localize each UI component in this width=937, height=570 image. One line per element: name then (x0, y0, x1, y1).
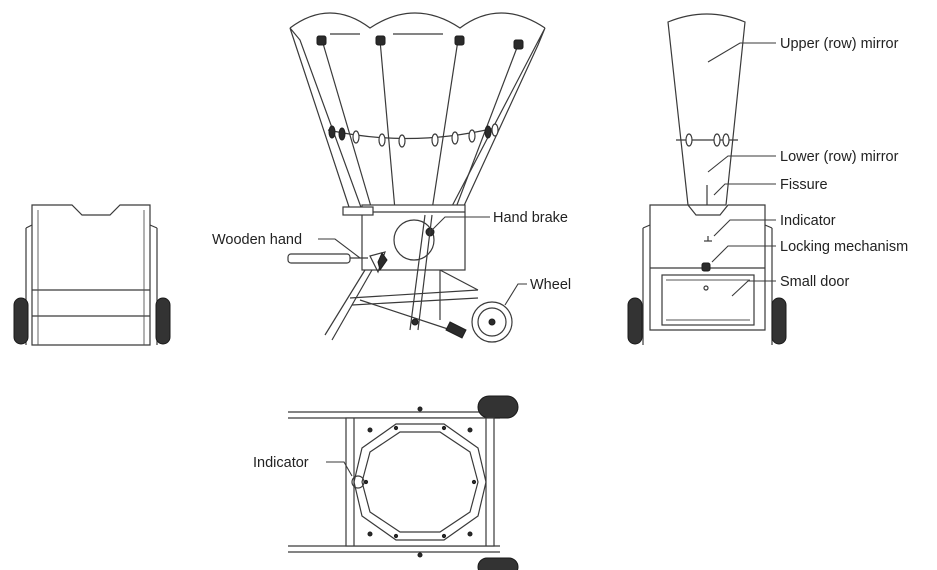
cart-body (361, 204, 466, 271)
right-wheel-icon (155, 297, 171, 345)
svg-text:Fissure: Fissure (780, 177, 828, 193)
lock-icon (701, 262, 711, 272)
svg-text:Indicator: Indicator (780, 213, 836, 229)
left-wheel-icon (13, 297, 29, 345)
wheel-icon (477, 557, 519, 570)
top-view-cart (288, 395, 519, 570)
svg-text:Indicator: Indicator (253, 455, 309, 471)
svg-text:Wooden hand: Wooden hand (212, 232, 302, 248)
hinge-icon (484, 125, 492, 139)
right-wheel-icon (771, 297, 787, 345)
label-wooden-hand: Wooden hand (212, 232, 361, 259)
knob-icon (375, 35, 386, 46)
small-door (661, 274, 755, 326)
label-wheel: Wheel (504, 277, 571, 306)
svg-text:Wheel: Wheel (530, 277, 571, 293)
label-indicator-side: Indicator (713, 213, 836, 237)
label-locking-mechanism: Locking mechanism (711, 239, 908, 263)
cart-frame-top (345, 417, 495, 547)
rear-view-cart (13, 204, 171, 346)
svg-text:Hand brake: Hand brake (493, 210, 568, 226)
label-lower-mirror: Lower (row) mirror (707, 149, 899, 173)
wheel-icon (477, 395, 519, 419)
side-view-cart (287, 12, 546, 343)
svg-text:Locking mechanism: Locking mechanism (780, 239, 908, 255)
label-small-door: Small door (731, 274, 849, 297)
label-fissure: Fissure (713, 177, 828, 196)
upper-mirror (667, 13, 746, 206)
hinge-icon (328, 125, 336, 139)
svg-text:Upper (row) mirror: Upper (row) mirror (780, 36, 899, 52)
left-wheel-icon (627, 297, 643, 345)
svg-text:Lower (row) mirror: Lower (row) mirror (780, 149, 899, 165)
hinge-icon (338, 127, 346, 141)
label-indicator-top: Indicator (253, 455, 353, 477)
knob-icon (316, 35, 327, 46)
label-upper-mirror: Upper (row) mirror (707, 36, 899, 63)
knob-icon (513, 39, 524, 50)
svg-text:Small door: Small door (780, 274, 849, 290)
front-view-cart (627, 13, 787, 345)
label-hand-brake: Hand brake (431, 210, 568, 231)
knob-icon (454, 35, 465, 46)
